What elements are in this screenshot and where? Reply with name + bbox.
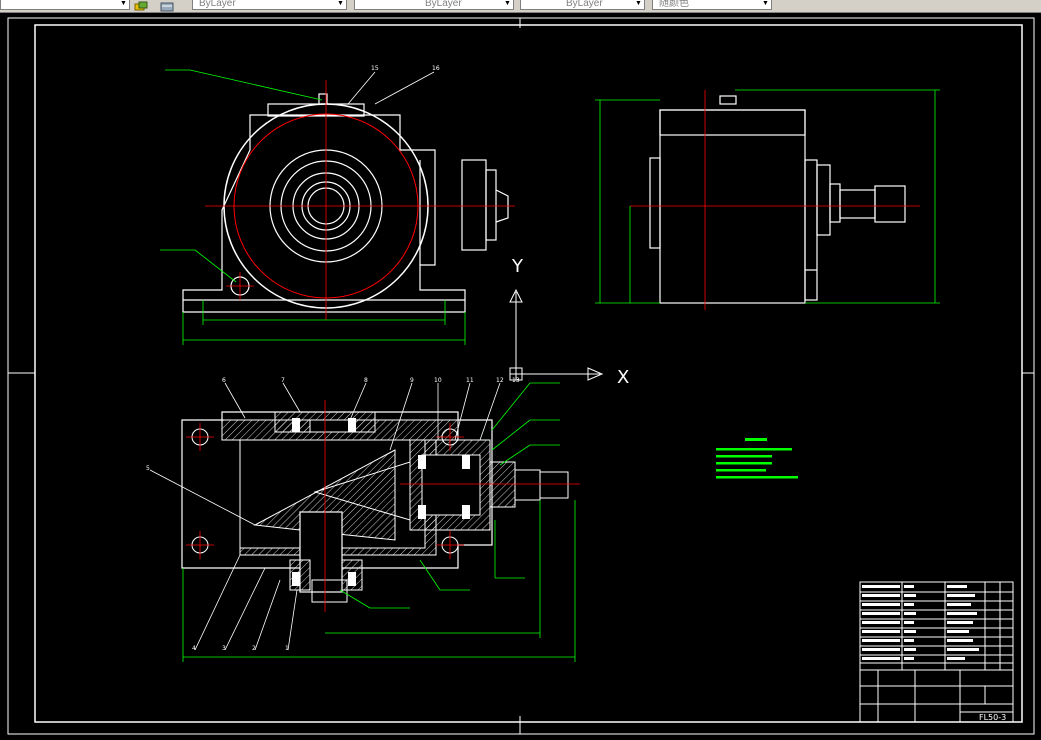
section-view-dimensions xyxy=(182,382,576,662)
parts-list xyxy=(859,581,1014,671)
balloon-10: 10 xyxy=(434,377,442,384)
balloon-7: 7 xyxy=(281,377,285,384)
side-view-centerlines xyxy=(630,90,920,310)
color-combo-value: ByLayer xyxy=(199,0,236,9)
ucs-icon xyxy=(509,288,604,381)
plotstyle-control-combo[interactable]: 随颜色 ▼ xyxy=(652,0,772,10)
balloon-3: 3 xyxy=(222,645,226,652)
balloon-16: 16 xyxy=(432,65,440,72)
lineweight-control-combo[interactable]: ByLayer ▼ xyxy=(520,0,645,10)
sheet-border xyxy=(7,17,1035,735)
balloon-12: 12 xyxy=(496,377,504,384)
drawing-number: FL50-3 xyxy=(979,713,1006,722)
technical-requirements xyxy=(716,438,798,479)
front-view xyxy=(182,93,509,313)
balloon-15: 15 xyxy=(371,65,379,72)
chevron-down-icon: ▼ xyxy=(635,0,642,7)
linetype-combo-value: ByLayer xyxy=(425,0,462,9)
chevron-down-icon: ▼ xyxy=(120,0,127,7)
plotstyle-combo-value: 随颜色 xyxy=(659,0,689,9)
side-view-dimensions xyxy=(595,89,940,304)
layer-properties-icon[interactable] xyxy=(160,0,174,12)
color-control-combo[interactable]: ByLayer ▼ xyxy=(192,0,347,10)
balloon-2: 2 xyxy=(252,645,256,652)
section-view-leaders xyxy=(149,382,501,651)
section-view-centerlines xyxy=(186,400,580,612)
layer-state-icon[interactable] xyxy=(134,0,148,11)
drawing-canvas[interactable]: 15 16 X Y xyxy=(0,13,1041,740)
front-view-balloons: 15 16 xyxy=(371,65,440,72)
balloon-11: 11 xyxy=(466,377,474,384)
balloon-9: 9 xyxy=(410,377,414,384)
balloon-5: 5 xyxy=(146,465,150,472)
front-view-centerlines xyxy=(205,80,515,320)
ucs-y-label: Y xyxy=(511,256,524,277)
balloon-6: 6 xyxy=(222,377,226,384)
front-view-dimensions xyxy=(160,69,466,345)
ucs-x-label: X xyxy=(617,367,629,388)
chevron-down-icon: ▼ xyxy=(337,0,344,7)
linetype-control-combo[interactable]: ByLayer ▼ xyxy=(354,0,514,10)
section-view-balloons: 1 2 3 4 5 6 7 8 9 10 11 12 13 xyxy=(146,377,520,652)
front-view-leaders xyxy=(347,71,435,105)
chevron-down-icon: ▼ xyxy=(762,0,769,7)
balloon-8: 8 xyxy=(364,377,368,384)
properties-toolbar: ▼ ByLayer ▼ ByLayer ▼ ByLayer ▼ 随颜色 ▼ xyxy=(0,0,1041,13)
balloon-1: 1 xyxy=(285,645,289,652)
parts-list-entries xyxy=(862,585,979,660)
balloon-4: 4 xyxy=(192,645,196,652)
lineweight-combo-value: ByLayer xyxy=(566,0,603,9)
chevron-down-icon: ▼ xyxy=(504,0,511,7)
balloon-13: 13 xyxy=(512,377,520,384)
layer-control-combo[interactable]: ▼ xyxy=(0,0,130,10)
section-view xyxy=(181,411,569,603)
side-view xyxy=(649,95,906,304)
frame-center-marks xyxy=(8,18,1034,734)
title-block xyxy=(859,669,1014,723)
